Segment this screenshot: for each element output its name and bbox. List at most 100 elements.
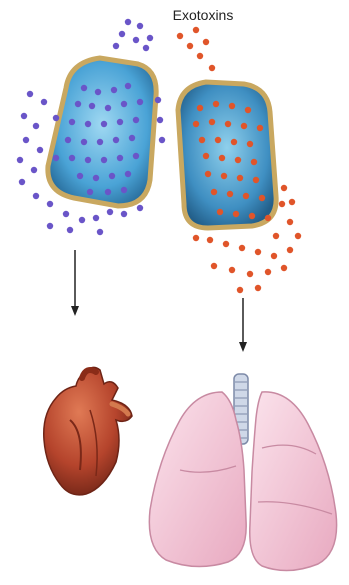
right-bacterium-icon [178,82,276,228]
toxin-particle [87,189,93,195]
toxin-particle [21,113,27,119]
toxin-particle [97,229,103,235]
toxin-particle [193,121,199,127]
toxin-particle [245,107,251,113]
toxin-particle [197,105,203,111]
toxin-particle [257,125,263,131]
toxin-particle [239,245,245,251]
toxin-particle [95,89,101,95]
toxin-particle [255,285,261,291]
toxin-particle [117,119,123,125]
toxin-particle [287,219,293,225]
toxin-particle [203,39,209,45]
toxin-particle [53,155,59,161]
toxin-particle [219,155,225,161]
toxin-particle [251,159,257,165]
toxin-particle [133,153,139,159]
toxin-particle [133,37,139,43]
toxin-particle [19,179,25,185]
toxin-particle [215,137,221,143]
toxin-particle [221,173,227,179]
toxin-particle [121,101,127,107]
toxin-particle [33,123,39,129]
toxin-particle [97,139,103,145]
toxin-particle [81,85,87,91]
toxin-particle [125,19,131,25]
toxin-particle [231,139,237,145]
toxin-particle [85,121,91,127]
toxin-particle [229,267,235,273]
toxin-particle [121,187,127,193]
toxin-particle [41,99,47,105]
toxin-particle [37,147,43,153]
toxin-particle [69,119,75,125]
toxin-particle [209,119,215,125]
toxin-particle [227,191,233,197]
toxin-particle [253,177,259,183]
toxin-particle [241,123,247,129]
toxin-particle [65,137,71,143]
toxin-particle [93,215,99,221]
toxin-particle [203,153,209,159]
toxin-particle [53,115,59,121]
toxin-particle [33,193,39,199]
left-bacterium-icon [48,58,156,206]
toxin-particle [31,167,37,173]
toxin-particle [255,249,261,255]
toxin-particle [77,173,83,179]
toxin-particle [105,105,111,111]
toxin-particle [289,199,295,205]
toxin-particle [155,97,161,103]
toxin-particle [137,23,143,29]
toxin-particle [295,233,301,239]
toxin-particle [265,215,271,221]
toxin-particle [197,53,203,59]
toxin-particle [143,45,149,51]
toxin-particle [247,141,253,147]
toxin-particle [265,269,271,275]
toxin-particle [157,117,163,123]
toxin-particle [89,103,95,109]
arrow-to-lungs [239,298,247,352]
toxin-particle [75,101,81,107]
toxin-particle [259,195,265,201]
toxin-particle [243,193,249,199]
toxin-particle [63,211,69,217]
toxin-particle [69,155,75,161]
toxin-particle [177,33,183,39]
toxin-particle [205,171,211,177]
toxin-particle [273,233,279,239]
toxin-particle [125,83,131,89]
toxin-particle [133,117,139,123]
toxin-particle [147,35,153,41]
toxin-particle [47,201,53,207]
toxin-particle [101,121,107,127]
toxin-particle [209,65,215,71]
toxin-particle [199,137,205,143]
toxin-particle [249,213,255,219]
toxin-particle [101,157,107,163]
arrow-to-heart [71,250,79,316]
toxin-particle [225,121,231,127]
toxin-particle [211,189,217,195]
toxin-particle [137,205,143,211]
toxin-particle [281,265,287,271]
toxin-particle [67,227,73,233]
toxin-particle [207,237,213,243]
toxin-particle [129,135,135,141]
toxin-particle [235,157,241,163]
toxin-particle [247,271,253,277]
toxin-particle [27,91,33,97]
toxin-particle [47,223,53,229]
toxin-particle [233,211,239,217]
toxin-particle [113,137,119,143]
toxin-particle [81,139,87,145]
toxin-particle [17,157,23,163]
toxin-particle [93,175,99,181]
toxin-particle [113,43,119,49]
toxin-particle [109,173,115,179]
toxin-particle [187,43,193,49]
toxin-particle [159,137,165,143]
toxin-particle [111,87,117,93]
